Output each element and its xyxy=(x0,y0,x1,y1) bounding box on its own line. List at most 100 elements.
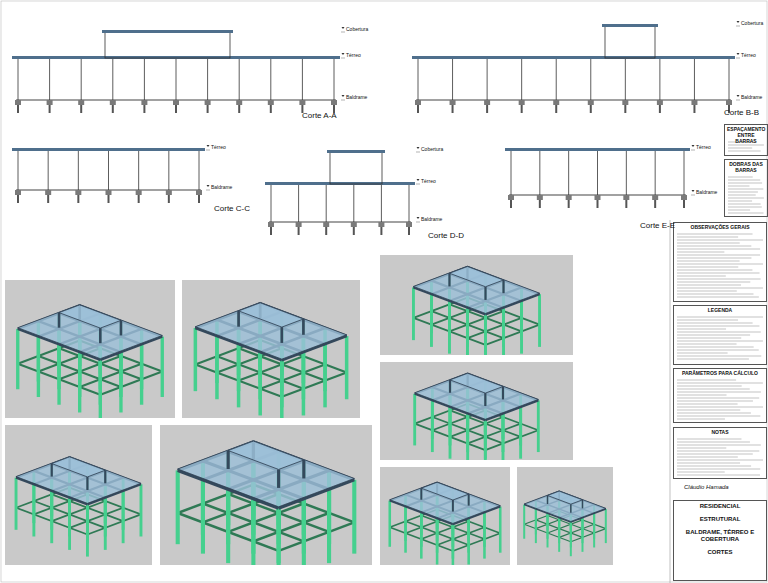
sheet-panel: NOTAS xyxy=(673,427,767,479)
level-line xyxy=(206,190,210,191)
render-3d xyxy=(380,255,573,355)
upper-column xyxy=(547,495,549,504)
sheet-panel: OBSERVAÇÕES GERAIS xyxy=(673,222,767,302)
panel-heading: CORTES xyxy=(676,549,764,556)
upper-column xyxy=(302,460,305,478)
upper-column xyxy=(502,280,504,293)
upper-column xyxy=(227,451,230,469)
upper-column xyxy=(280,327,283,343)
footing xyxy=(406,222,412,227)
foundation-beam xyxy=(279,522,355,550)
upper-column xyxy=(51,464,53,477)
note-line xyxy=(728,186,749,187)
column xyxy=(161,337,164,397)
note-line xyxy=(677,270,752,271)
footing xyxy=(110,100,116,105)
pile xyxy=(590,105,592,113)
roof-slab xyxy=(602,24,658,27)
level-marker xyxy=(417,217,420,219)
pile xyxy=(568,200,570,208)
column xyxy=(201,480,205,554)
column-line xyxy=(302,58,303,100)
section-title: Corte C-C xyxy=(214,205,250,214)
note-line xyxy=(677,347,754,348)
pile xyxy=(325,227,327,235)
column-line xyxy=(207,58,208,100)
panel-heading: BALDRAME, TÉRREO E COBERTURA xyxy=(676,529,764,543)
note-line xyxy=(677,448,726,449)
sheet-panel: LEGENDA xyxy=(673,305,767,365)
footing xyxy=(691,100,697,105)
level-marker xyxy=(737,53,740,55)
grade-beam xyxy=(269,221,411,222)
note-line xyxy=(728,195,756,196)
column-line xyxy=(694,58,695,100)
column xyxy=(484,314,487,355)
roof-slab xyxy=(59,305,121,328)
level-label: Cobertura xyxy=(741,21,763,27)
level-line xyxy=(736,58,740,59)
column-line xyxy=(487,58,488,100)
pile xyxy=(207,105,209,113)
note-line xyxy=(677,276,726,277)
note-line xyxy=(677,356,761,357)
note-line xyxy=(677,282,750,283)
level-line xyxy=(416,152,420,153)
pile xyxy=(17,195,19,203)
slab xyxy=(178,441,355,507)
column-line xyxy=(511,150,512,195)
note-line xyxy=(677,439,741,440)
note-line xyxy=(677,407,763,408)
note-line xyxy=(677,264,763,265)
slab xyxy=(524,491,606,522)
footing xyxy=(75,190,81,195)
footing xyxy=(166,190,172,195)
note-line xyxy=(728,198,764,199)
note-line xyxy=(677,359,749,360)
foundation-beam xyxy=(453,533,500,551)
footing xyxy=(268,100,274,105)
panel-heading: DOBRAS DAS BARRAS xyxy=(727,162,765,174)
column xyxy=(119,352,122,412)
upper-column xyxy=(448,273,450,286)
pile xyxy=(17,105,19,113)
pile xyxy=(168,195,170,203)
column xyxy=(194,328,198,391)
pile xyxy=(654,200,656,208)
column-line xyxy=(326,184,327,222)
pile xyxy=(597,200,599,208)
upper-column xyxy=(502,387,504,400)
sheet-panel: ESPAÇAMENTO ENTRE BARRAS xyxy=(724,124,768,156)
upper-column xyxy=(570,504,572,513)
level-line xyxy=(736,100,740,101)
column xyxy=(57,344,60,404)
column-line xyxy=(625,58,626,100)
note-line xyxy=(677,419,725,420)
note-line xyxy=(677,243,740,244)
pile xyxy=(49,105,51,113)
column-line xyxy=(521,58,522,100)
render-3d xyxy=(160,425,372,565)
render-background xyxy=(517,467,613,565)
column-line xyxy=(239,58,240,100)
column-line xyxy=(381,184,382,222)
structural-section xyxy=(12,27,345,113)
upper-storey xyxy=(605,26,655,58)
level-line xyxy=(206,150,210,151)
level-marker xyxy=(692,145,695,147)
upper-column xyxy=(452,500,454,512)
level-marker xyxy=(737,95,740,97)
slab xyxy=(415,373,539,419)
render-3d xyxy=(380,362,573,460)
note-line xyxy=(677,291,737,292)
level-label: Térreo xyxy=(741,53,756,59)
column-line xyxy=(144,58,145,100)
column xyxy=(420,512,423,558)
roof-slab xyxy=(548,491,583,504)
note-line xyxy=(728,192,758,193)
pile xyxy=(270,227,272,235)
level-line xyxy=(341,58,345,59)
pile xyxy=(80,105,82,113)
column-line xyxy=(626,150,627,195)
structural-section xyxy=(412,21,740,113)
